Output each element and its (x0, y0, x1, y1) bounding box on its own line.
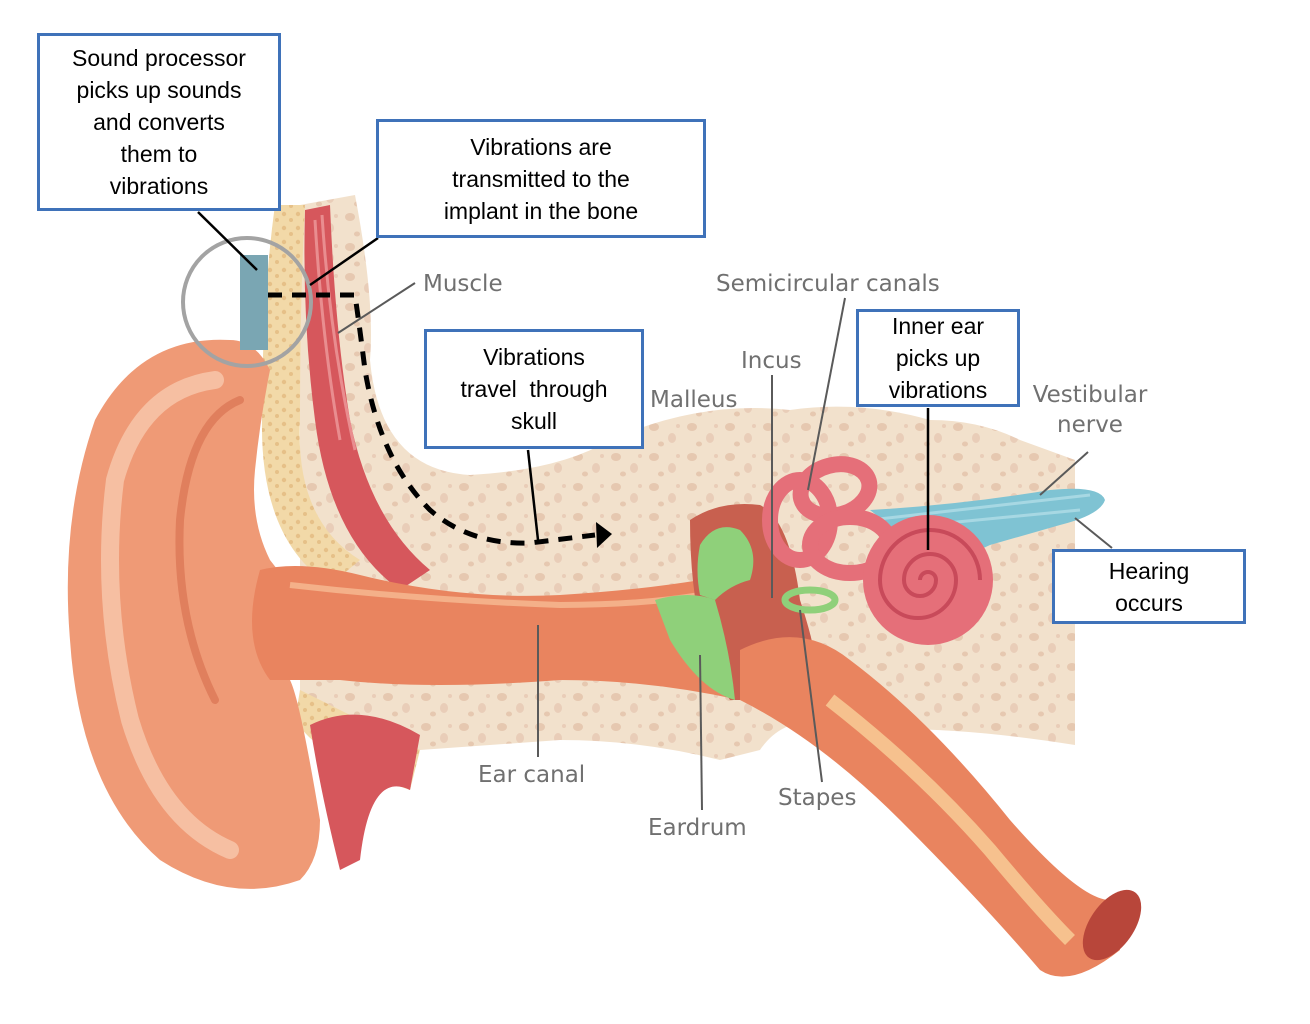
label-eardrum: Eardrum (648, 815, 747, 841)
processor-highlight-circle (181, 236, 313, 368)
vibration-arrowhead (596, 522, 612, 548)
label-incus: Incus (741, 348, 802, 374)
label-malleus: Malleus (650, 387, 737, 413)
callout-vibrations-travel: Vibrations travel through skull (424, 329, 644, 449)
callout-leaders (197, 211, 930, 550)
malleus-bone (697, 527, 754, 600)
label-vestibular-1: Vestibular (1033, 382, 1148, 408)
label-stapes: Stapes (778, 785, 856, 811)
tube-opening (1082, 889, 1142, 961)
callout-hearing-occurs: Hearing occurs (1052, 549, 1246, 624)
muscle-tissue (304, 205, 430, 590)
label-ear-canal: Ear canal (478, 762, 585, 788)
sound-processor-device (240, 255, 268, 350)
label-semicircular-canals: Semicircular canals (716, 271, 940, 297)
callout-vibrations-transmitted: Vibrations are transmitted to the implan… (376, 119, 706, 238)
cochlea-shape (863, 515, 993, 645)
stapes-bone (781, 586, 839, 614)
spongy-bone (261, 205, 360, 585)
eardrum-membrane (655, 595, 735, 700)
label-muscle: Muscle (423, 271, 503, 297)
label-leaders (337, 282, 1113, 811)
muscle-lower (310, 714, 420, 870)
callout-sound-processor: Sound processor picks up sounds and conv… (37, 33, 281, 211)
label-vestibular-2: nerve (1057, 412, 1123, 438)
callout-inner-ear: Inner ear picks up vibrations (856, 309, 1020, 407)
ear-canal-tube (252, 566, 760, 700)
vibration-path-arrow (268, 292, 596, 546)
